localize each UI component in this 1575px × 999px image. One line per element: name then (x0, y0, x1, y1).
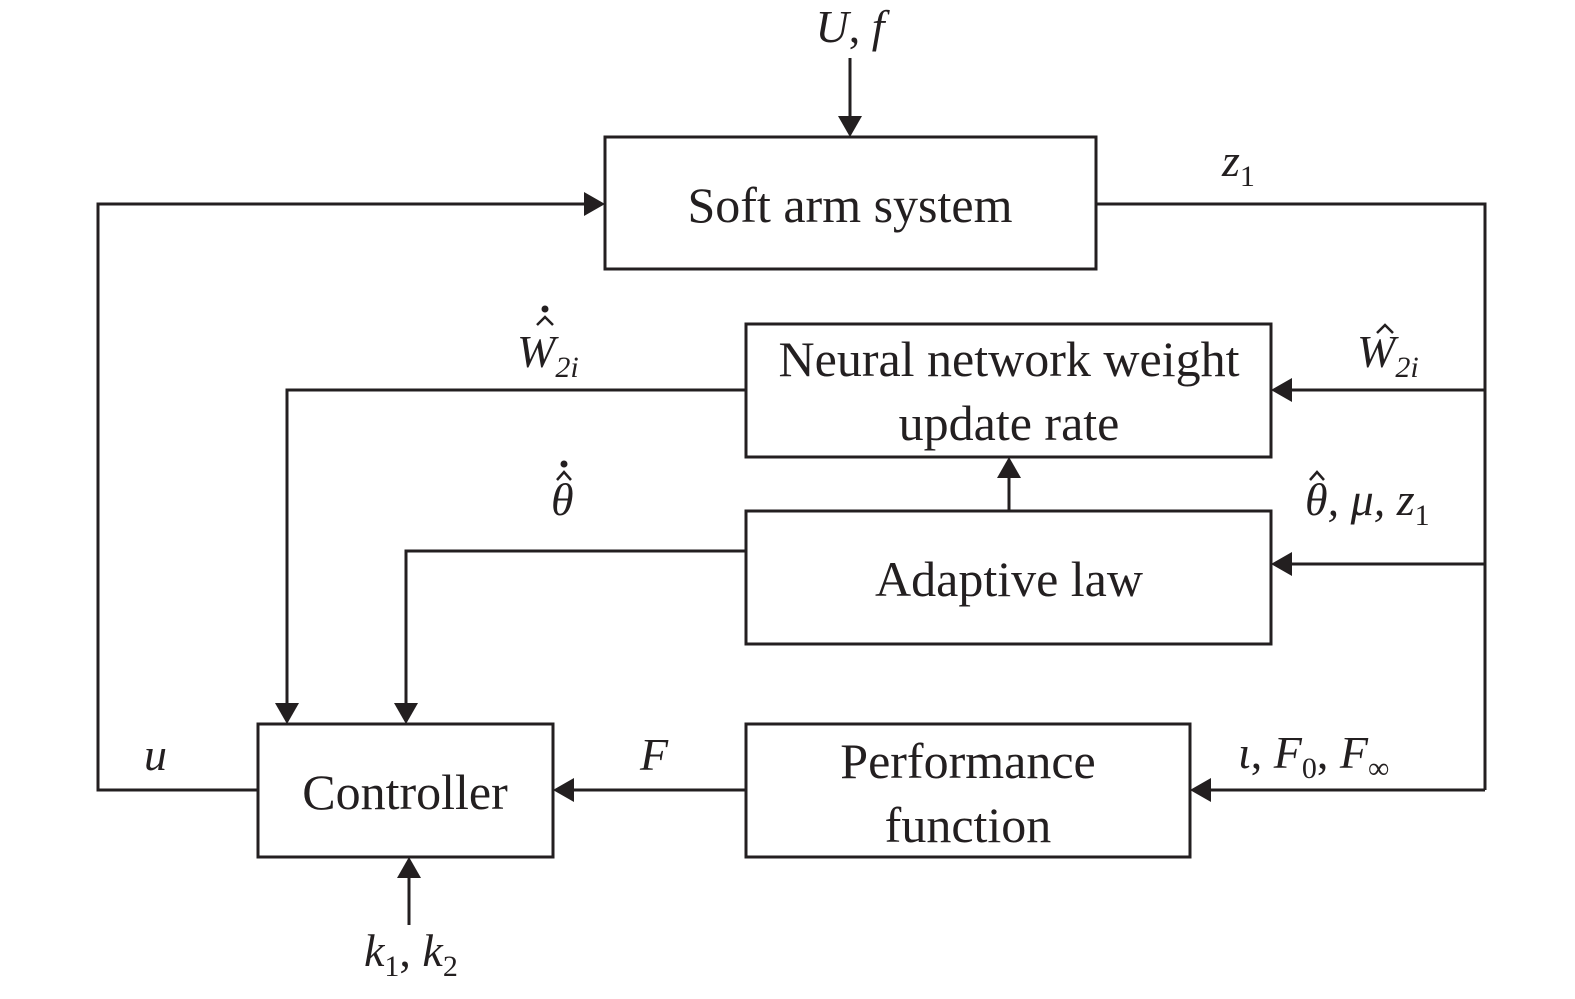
dot-mark (541, 305, 549, 313)
theta-dot-label: θ (551, 460, 574, 525)
u-feedback-arrowhead (584, 192, 605, 216)
perf-params-feed-arrowhead (1190, 778, 1211, 802)
nn-weight-update-block: Neural network weight update rate (744, 322, 1273, 459)
theta-dot-to-controller-wire (404, 549, 746, 703)
dot-mark (560, 460, 568, 468)
hat-mark (556, 470, 572, 481)
hat-mark (536, 315, 554, 326)
uf-label: U, f (815, 1, 890, 52)
adaptive-to-nn-arrowhead (997, 457, 1021, 478)
svg-text:θ: θ (551, 474, 574, 525)
svg-text:W2i: W2i (1357, 326, 1419, 384)
z1-label: z1 (1221, 135, 1255, 193)
svg-text:θ, μ, z1: θ, μ, z1 (1305, 474, 1430, 532)
k-label: k1, k2 (364, 925, 458, 983)
w-dot-label: W2i (517, 305, 579, 384)
w-hat-feed-arrowhead (1271, 378, 1292, 402)
svg-text:W2i: W2i (517, 326, 579, 384)
k-input-arrowhead (397, 857, 421, 878)
performance-function-label-line2: function (885, 797, 1052, 853)
performance-function-block: Performance function (744, 722, 1192, 859)
adaptive-law-block: Adaptive law (744, 509, 1273, 646)
f-to-controller-arrowhead (553, 778, 574, 802)
z1-output-bus (1096, 202, 1487, 790)
controller-label: Controller (302, 764, 508, 820)
f-label: F (639, 729, 669, 780)
u-feedback-wire (96, 202, 584, 792)
theta-mu-z1-feed-arrowhead (1271, 552, 1292, 576)
u-label: u (144, 729, 167, 780)
performance-function-label-line1: Performance (840, 733, 1095, 789)
adaptive-law-label: Adaptive law (875, 551, 1143, 607)
w-hat-label: W2i (1357, 323, 1419, 384)
nn-weight-update-label-line2: update rate (899, 395, 1120, 451)
perf-params-label: ι, F0, F∞ (1238, 727, 1389, 785)
theta-mu-z1-label: θ, μ, z1 (1305, 470, 1430, 532)
hat-mark (1376, 323, 1394, 334)
hat-mark (1309, 470, 1325, 481)
soft-arm-system-label: Soft arm system (688, 177, 1013, 233)
uf-input-arrowhead (838, 116, 862, 137)
w-dot-to-controller-arrowhead (275, 703, 299, 724)
theta-dot-to-controller-arrowhead (394, 703, 418, 724)
nn-weight-update-label-line1: Neural network weight (779, 331, 1240, 387)
controller-block: Controller (256, 722, 555, 859)
w-dot-to-controller-wire (285, 388, 746, 703)
soft-arm-system-block: Soft arm system (603, 135, 1098, 271)
